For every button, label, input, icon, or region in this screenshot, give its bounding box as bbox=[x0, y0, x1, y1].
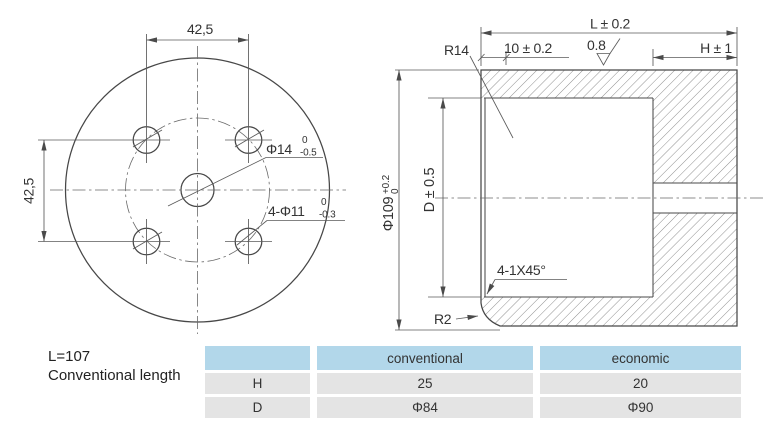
header-cell-blank bbox=[205, 346, 310, 370]
dim-label-flange-depth: 10 ± 0.2 bbox=[504, 40, 553, 56]
dimension-lines bbox=[41, 37, 249, 242]
surface-roughness-icon: 0.8 bbox=[587, 37, 621, 66]
value-cell: Φ84 bbox=[317, 397, 533, 418]
section-view: L ± 0.2 10 ± 0.2 H ± 1 0.8 Φ109 +0.2 0 D… bbox=[381, 16, 764, 331]
svg-text:0: 0 bbox=[390, 188, 401, 194]
value-cell: 25 bbox=[317, 373, 533, 394]
table-row: H 25 20 bbox=[205, 373, 741, 394]
header-cell-economic: economic bbox=[540, 346, 741, 370]
svg-text:R14: R14 bbox=[444, 42, 469, 58]
svg-text:0: 0 bbox=[302, 135, 308, 146]
length-note: L=107 Conventional length bbox=[48, 347, 181, 385]
part-outline bbox=[480, 69, 738, 327]
svg-text:4-Φ11: 4-Φ11 bbox=[268, 203, 305, 219]
param-cell: H bbox=[205, 373, 310, 394]
chamfer-callout: 4-1X45° bbox=[486, 262, 567, 295]
table-header-row: conventional economic bbox=[205, 346, 741, 370]
svg-text:0.8: 0.8 bbox=[587, 37, 606, 53]
extension-and-crosshair-lines bbox=[38, 34, 272, 264]
centerlines bbox=[50, 46, 346, 334]
param-cell: D bbox=[205, 397, 310, 418]
corner-radius-callout: R2 bbox=[434, 311, 479, 327]
svg-text:Φ14: Φ14 bbox=[266, 141, 292, 157]
dim-label-height: H ± 1 bbox=[700, 40, 732, 56]
svg-text:+0.2: +0.2 bbox=[381, 174, 392, 194]
length-note-value: L=107 bbox=[48, 348, 91, 365]
value-cell: Φ90 bbox=[540, 397, 741, 418]
dim-label-bolt-spacing-vertical: 42,5 bbox=[21, 177, 37, 204]
svg-text:0: 0 bbox=[321, 197, 327, 208]
dim-label-bolt-spacing-horizontal: 42,5 bbox=[187, 21, 214, 37]
front-view: 42,5 42,5 Φ14 0 -0.5 4-Φ11 0 -0.3 bbox=[21, 21, 346, 334]
length-note-caption: Conventional length bbox=[48, 367, 181, 384]
hatch-top bbox=[481, 70, 737, 183]
svg-text:-0.3: -0.3 bbox=[319, 210, 336, 221]
svg-text:R2: R2 bbox=[434, 311, 452, 327]
hatch-bottom bbox=[481, 213, 737, 326]
fillet-radius-callout: R14 bbox=[444, 42, 514, 139]
dim-label-length: L ± 0.2 bbox=[590, 16, 631, 32]
dimension-lines bbox=[395, 27, 738, 331]
table-row: D Φ84 Φ90 bbox=[205, 397, 741, 418]
value-cell: 20 bbox=[540, 373, 741, 394]
outer-diameter-label: Φ109 +0.2 0 bbox=[381, 174, 401, 231]
bore-diameter-label: D ± 0.5 bbox=[422, 167, 438, 212]
svg-text:4-1X45°: 4-1X45° bbox=[497, 262, 546, 278]
svg-text:Φ109: Φ109 bbox=[381, 196, 397, 231]
inner-edges bbox=[484, 97, 737, 298]
engineering-drawing: 42,5 42,5 Φ14 0 -0.5 4-Φ11 0 -0.3 bbox=[21, 16, 764, 334]
header-cell-conventional: conventional bbox=[317, 346, 533, 370]
bolt-holes-label: 4-Φ11 0 -0.3 bbox=[268, 197, 336, 221]
spec-table: conventional economic H 25 20 D Φ84 Φ90 bbox=[205, 346, 741, 421]
hole-leader-slashes bbox=[132, 129, 345, 250]
svg-text:-0.5: -0.5 bbox=[300, 148, 317, 159]
center-hole-label: Φ14 0 -0.5 bbox=[266, 135, 317, 159]
